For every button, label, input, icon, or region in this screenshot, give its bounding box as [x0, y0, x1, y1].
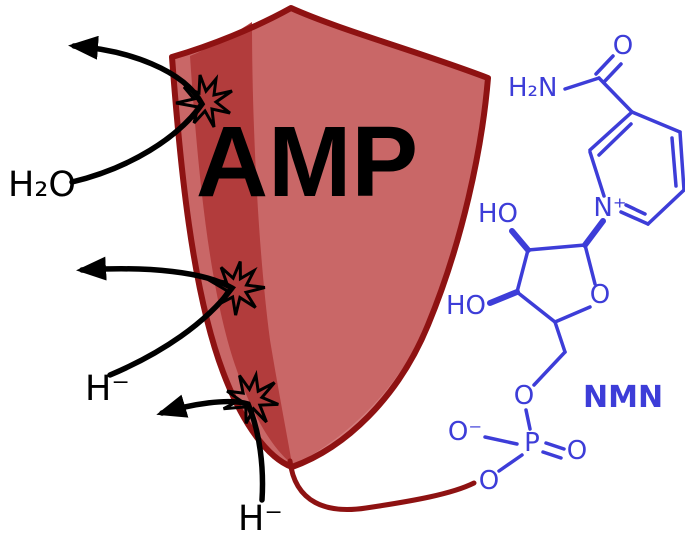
ring-n-plus-label: N⁺ [593, 193, 626, 223]
bond-double [602, 62, 623, 84]
bond [678, 130, 685, 192]
bond-double-inner [624, 203, 647, 216]
nmn-molecule: H₂N O N⁺ HO HO O O P O⁻ O O NMN [446, 31, 685, 496]
hydride-bottom-deflection-arrow [156, 394, 266, 503]
bond [646, 188, 685, 226]
amide-bonds [563, 54, 634, 114]
bond-double [594, 54, 615, 76]
bond-double [541, 450, 563, 460]
shield: AMP [169, 5, 491, 470]
bond [563, 76, 601, 91]
bond [553, 320, 567, 354]
bond [515, 248, 530, 294]
o-minus-label: O⁻ [448, 417, 482, 447]
bond [497, 453, 524, 473]
shield-outline [169, 5, 491, 470]
ribose-o-label: O [590, 280, 610, 310]
bond [483, 435, 519, 446]
phosphorus-label: P [524, 428, 540, 458]
carbonyl-o-label: O [613, 31, 633, 61]
bond [583, 243, 597, 286]
ester-o-label: O [514, 381, 534, 411]
bond-double-inner [670, 136, 678, 188]
water-deflection-arrow [68, 35, 206, 185]
bond [526, 243, 587, 252]
hydride-middle-label: H⁻ [85, 369, 130, 409]
hydroxyl-wedge-3prime [487, 289, 520, 306]
bond-double-inner [597, 122, 633, 157]
bond [588, 150, 606, 198]
shield-to-phosphate-connector [287, 458, 477, 513]
ho-3prime-label: HO [446, 291, 486, 321]
shield-stripe [190, 22, 292, 464]
hydride-middle-deflection-arrow [76, 256, 237, 378]
nmn-name-label: NMN [583, 380, 663, 415]
phosphate-bonds [483, 320, 567, 473]
pyridine-ring-bonds [588, 110, 685, 226]
bond-double [544, 441, 566, 451]
bond [524, 408, 532, 431]
phosphoryl-o-label: O [567, 436, 587, 466]
deflection-arrows: H₂O H⁻ H⁻ [8, 35, 286, 539]
bond [588, 110, 634, 152]
shield-label-amp: AMP [196, 106, 418, 218]
amide-nh2-label: H₂N [508, 73, 557, 103]
bond [630, 110, 682, 134]
hydroxyl-wedge-2prime [509, 228, 531, 253]
bridge-o-label: O [479, 466, 499, 496]
bond [619, 210, 650, 226]
ho-2prime-label: HO [478, 199, 518, 229]
ribose-ring-bonds [487, 228, 597, 324]
glycosidic-bond [582, 218, 606, 248]
bond [553, 305, 592, 324]
water-label: H₂O [8, 165, 76, 205]
bond [515, 290, 557, 324]
hydride-bottom-label: H⁻ [238, 499, 283, 539]
bond [532, 350, 567, 387]
